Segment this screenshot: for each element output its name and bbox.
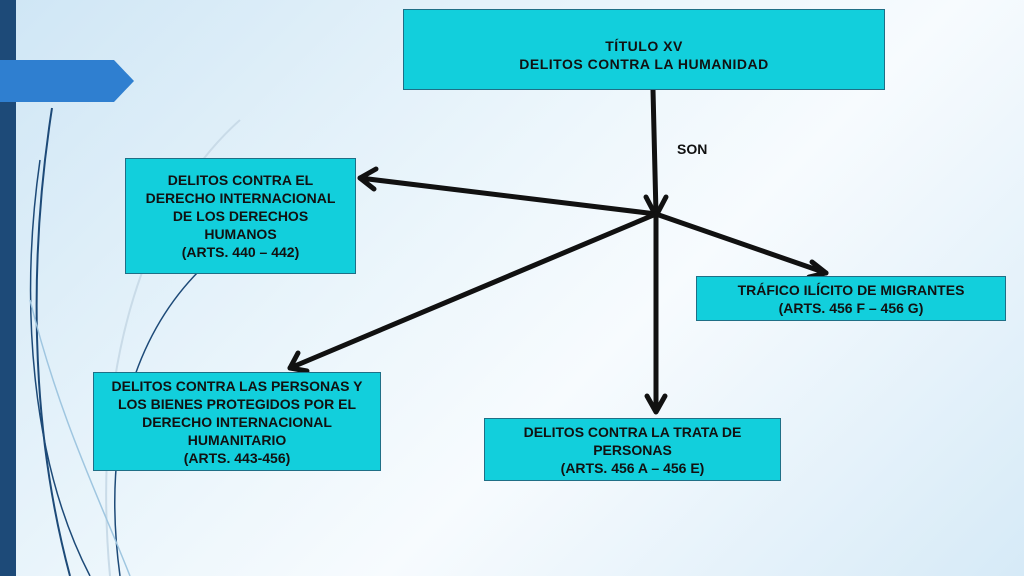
arrowhead-dih [357,166,379,192]
node-dhi-line-3: DERECHO INTERNACIONAL [142,413,332,430]
slide-tab-arrow-shape [0,60,134,102]
node-trata-de-personas: DELITOS CONTRA LA TRATA DE PERSONAS (ART… [484,418,781,481]
node-migrantes-line-1: TRÁFICO ILÍCITO DE MIGRANTES [737,281,965,298]
node-dih-line-1: DELITOS CONTRA EL [167,172,314,188]
title-line-2: DELITOS CONTRA LA HUMANIDAD [519,55,769,72]
slide-left-bar [0,0,16,576]
decorative-swooshes [29,107,241,576]
node-dhi-line-5: (ARTS. 443-456) [183,449,291,466]
node-trata-line-1: DELITOS CONTRA LA TRATA DE [523,423,742,440]
node-dih-line-3: DE LOS DERECHOS [172,208,309,224]
arrowhead-dhi [287,350,310,374]
connector-hub-to-dih [357,175,659,217]
node-dhi-line-2: LOS BIENES PROTEGIDOS POR EL [117,395,357,412]
title-box: TÍTULO XV DELITOS CONTRA LA HUMANIDAD [403,9,885,90]
node-dhi-line-4: HUMANITARIO [187,431,287,448]
arrowhead-migrantes [806,259,829,280]
node-dih-line-4: HUMANOS [204,226,277,242]
node-trafico-ilicito-migrantes: TRÁFICO ILÍCITO DE MIGRANTES (ARTS. 456 … [696,276,1006,321]
node-dih-line-5: (ARTS. 440 – 442) [181,244,300,260]
node-derecho-internacional-humanitario: DELITOS CONTRA LAS PERSONAS Y LOS BIENES… [93,372,381,471]
node-trata-line-3: (ARTS. 456 A – 456 E) [560,459,705,476]
arrowhead-trata [644,393,668,415]
node-migrantes-line-2: (ARTS. 456 F – 456 G) [778,299,924,316]
connector-hub-to-migrantes [653,211,829,276]
connector-title-to-hub [650,87,659,217]
connector-label-son: SON [677,141,708,157]
node-dih-line-2: DERECHO INTERNACIONAL [145,190,336,206]
connector-hub-to-dhi [287,211,659,371]
node-dhi-line-1: DELITOS CONTRA LAS PERSONAS Y [111,377,363,394]
node-trata-line-2: PERSONAS [593,441,672,458]
node-derecho-internacional-derechos-humanos: DELITOS CONTRA EL DERECHO INTERNACIONAL … [125,158,356,274]
title-line-1: TÍTULO XV [605,37,683,54]
